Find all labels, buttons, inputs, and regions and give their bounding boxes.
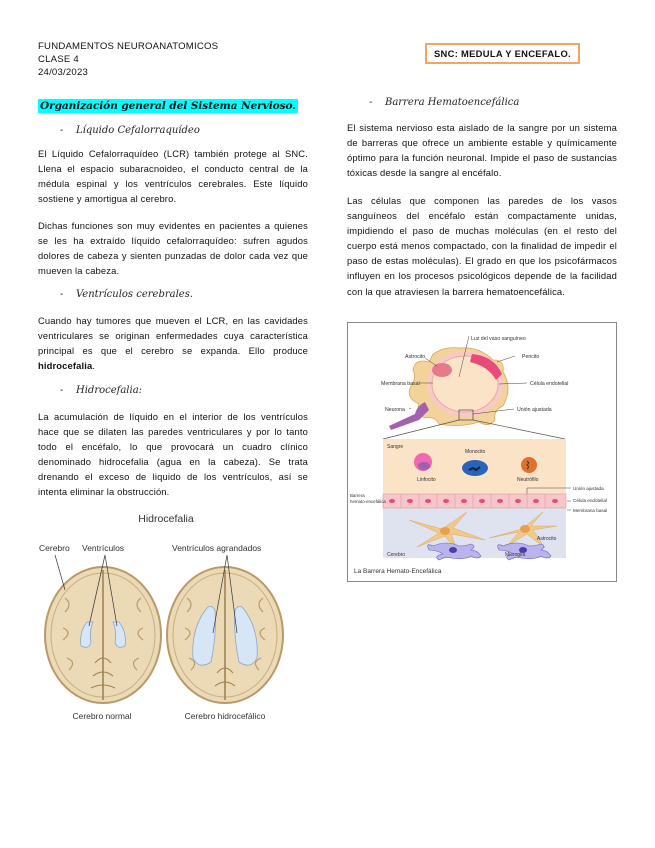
section-heading-ventricles: -Ventrículos cerebrales. [38,289,193,300]
svg-text:Célula endotelial: Célula endotelial [573,498,607,503]
svg-text:Cerebro: Cerebro [387,552,405,558]
vessel-cross-section [389,334,523,434]
svg-text:Astrocito: Astrocito [537,536,557,542]
svg-text:Membrana basal: Membrana basal [573,508,607,513]
section-heading-bbb: -Barrera Hematoencefálica [347,97,519,108]
paragraph-bbb-1: El sistema nervioso esta aislado de la s… [347,122,617,179]
svg-text:Astrocito: Astrocito [405,354,425,360]
paragraph-bbb-2: Las células que componen las paredes de … [347,195,617,297]
paragraph-lcr-1: El Líquido Cefalorraquídeo (LCR) también… [38,148,308,205]
main-title-text: Organización general del Sistema Nervios… [38,99,298,113]
section-heading-lcr: -Líquido Cefalorraquídeo [38,125,200,136]
svg-text:Célula endotelial: Célula endotelial [530,381,568,387]
bullet-dash: - [369,97,373,108]
paragraph-hydrocephalus: La acumulación de líquido en el interior… [38,411,308,498]
hydrocephalic-brain-illustration [166,554,284,704]
figure-title: Hidrocefalia [138,513,194,525]
svg-text:Unión ajustada: Unión ajustada [573,486,604,491]
blood-brain-barrier-figure: Luz del vaso sanguíneo Astrocito Pericit… [347,322,617,582]
class-date: 24/03/2023 [38,67,89,78]
bold-term-hidrocefalia: hidrocefalia [38,360,93,372]
svg-text:Linfocito: Linfocito [417,477,436,483]
svg-text:Neutrófilo: Neutrófilo [517,477,539,483]
svg-text:Membrana basal: Membrana basal [381,381,420,387]
svg-text:Neurona: Neurona [385,407,405,413]
caption-normal: Cerebro normal [72,711,131,721]
paragraph-lcr-2: Dichas funciones son muy evidentes en pa… [38,220,308,277]
svg-text:Microglía: Microglía [505,552,526,558]
svg-text:Barrera: Barrera [350,493,365,498]
bullet-dash: - [60,385,64,396]
label-cerebro: Cerebro [39,543,70,553]
bbb-figure-caption: La Barrera Hemato-Encefálica [354,568,442,575]
hydrocephalus-figure: Hidrocefalia Cerebro Ventrículos Ventríc… [39,513,284,721]
barrier-detail-panel [382,439,567,561]
normal-brain-illustration [44,554,162,704]
svg-text:Unión ajustada: Unión ajustada [517,407,552,413]
bullet-dash: - [60,289,64,300]
svg-text:Sangre: Sangre [387,444,403,450]
svg-text:Luz del vaso sanguíneo: Luz del vaso sanguíneo [471,336,526,342]
paragraph-ventricles: Cuando hay tumores que mueven el LCR, en… [38,315,308,372]
svg-text:Pericito: Pericito [522,354,539,360]
caption-hydro: Cerebro hidrocefálico [185,711,266,721]
class-number: CLASE 4 [38,54,79,65]
course-name: FUNDAMENTOS NEUROANATOMICOS [38,41,219,52]
main-title: Organización general del Sistema Nervios… [38,96,298,114]
section-heading-hydrocephalus: -Hidrocefalia: [38,385,142,396]
label-ventriculos: Ventrículos [82,543,124,553]
label-ventriculos-agrandados: Ventrículos agrandados [172,543,261,553]
svg-text:Monocito: Monocito [465,449,486,455]
topic-box: SNC: MEDULA Y ENCEFALO. [425,43,580,64]
document-header: FUNDAMENTOS NEUROANATOMICOS CLASE 4 24/0… [38,40,218,79]
bullet-dash: - [60,125,64,136]
svg-text:hemato-encefálica: hemato-encefálica [350,499,386,504]
